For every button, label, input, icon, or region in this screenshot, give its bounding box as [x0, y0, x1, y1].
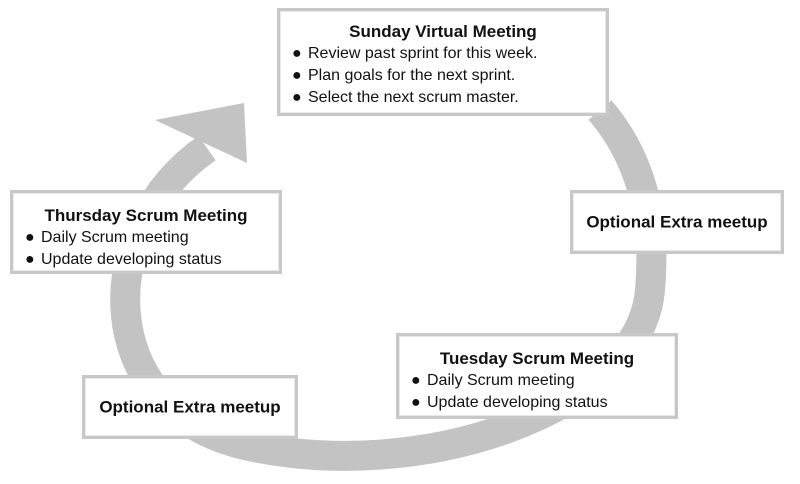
bullet-icon: ● [292, 67, 302, 84]
optional-extra-meetup-left-box: Optional Extra meetup [82, 375, 298, 439]
thursday-meeting-box: Thursday Scrum Meeting ●Daily Scrum meet… [10, 190, 282, 274]
bullet-icon: ● [292, 89, 302, 106]
bullet-icon: ● [411, 394, 421, 411]
bullet-icon: ● [25, 229, 35, 246]
tuesday-meeting-box: Tuesday Scrum Meeting ●Daily Scrum meeti… [396, 333, 678, 419]
list-item: ●Review past sprint for this week. [292, 43, 594, 65]
optional-extra-meetup-left-title: Optional Extra meetup [99, 397, 281, 417]
list-item: ●Daily Scrum meeting [25, 227, 267, 249]
bullet-icon: ● [292, 45, 302, 62]
optional-extra-meetup-right-box: Optional Extra meetup [570, 190, 784, 254]
list-item: ●Daily Scrum meeting [411, 370, 663, 392]
list-item: ●Update developing status [411, 392, 663, 414]
thursday-meeting-list: ●Daily Scrum meeting ●Update developing … [25, 227, 267, 271]
bullet-icon: ● [411, 372, 421, 389]
list-item: ●Select the next scrum master. [292, 87, 594, 109]
optional-extra-meetup-right-title: Optional Extra meetup [586, 212, 768, 232]
tuesday-meeting-list: ●Daily Scrum meeting ●Update developing … [411, 370, 663, 414]
cycle-arrowhead [155, 103, 247, 163]
tuesday-meeting-title: Tuesday Scrum Meeting [439, 349, 635, 368]
list-item: ●Update developing status [25, 249, 267, 271]
sunday-meeting-box: Sunday Virtual Meeting ●Review past spri… [277, 8, 609, 116]
bullet-icon: ● [25, 251, 35, 268]
sunday-meeting-title: Sunday Virtual Meeting [349, 22, 537, 41]
list-item: ●Plan goals for the next sprint. [292, 65, 594, 87]
sunday-meeting-list: ●Review past sprint for this week. ●Plan… [292, 43, 594, 109]
thursday-meeting-title: Thursday Scrum Meeting [44, 206, 248, 225]
